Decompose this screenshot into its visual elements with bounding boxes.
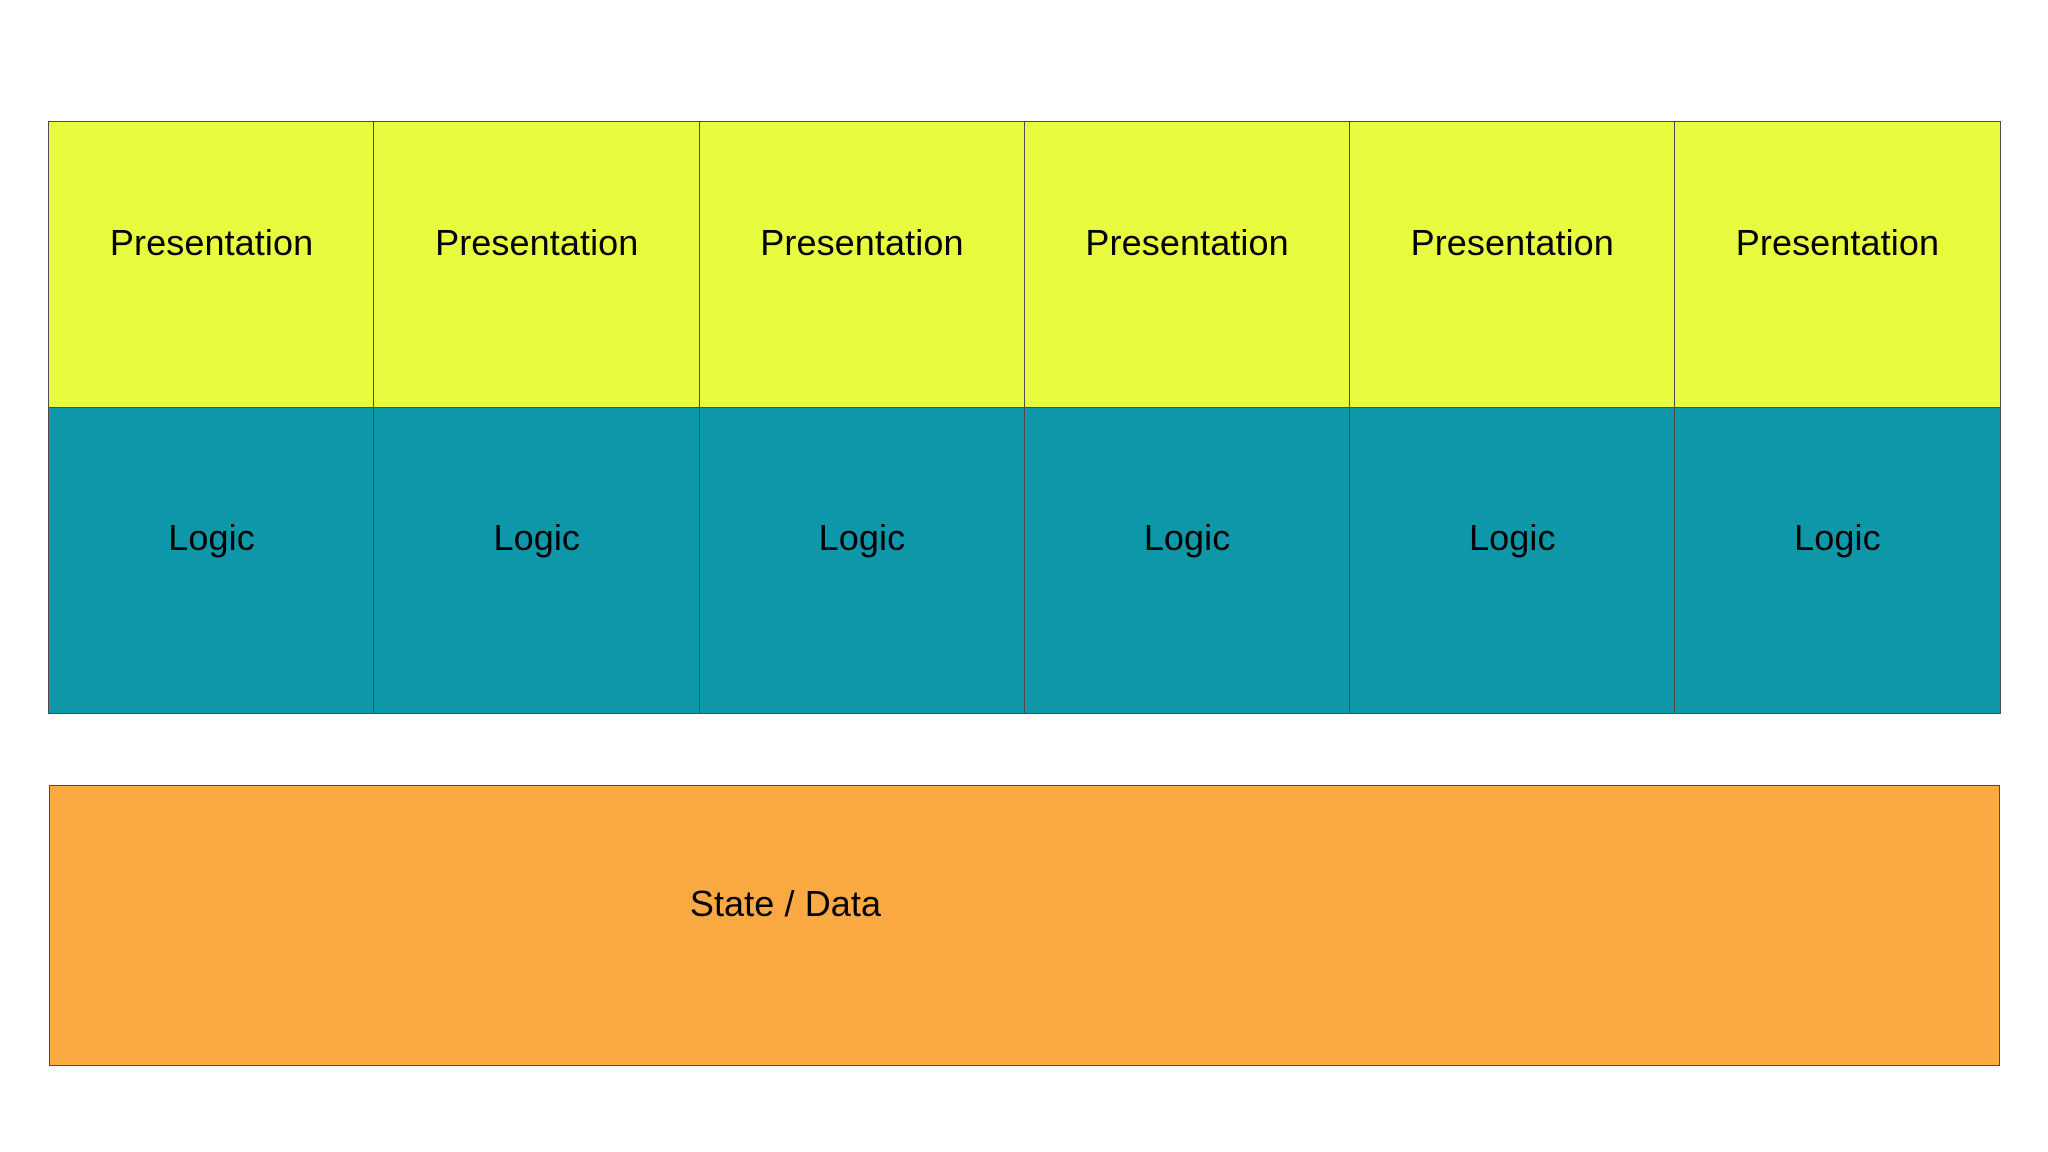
logic-label: Logic <box>1468 517 1556 559</box>
logic-cell[interactable]: Logic <box>1348 406 1676 714</box>
logic-cell[interactable]: Logic <box>48 406 375 714</box>
presentation-label: Presentation <box>1085 221 1289 263</box>
logic-cell[interactable]: Logic <box>698 406 1026 714</box>
presentation-cell[interactable]: Presentation <box>1674 121 2001 409</box>
state-data-band[interactable]: State / Data <box>49 785 2000 1066</box>
logic-label: Logic <box>493 517 581 559</box>
presentation-cell[interactable]: Presentation <box>48 121 375 409</box>
logic-cell[interactable]: Logic <box>1023 406 1351 714</box>
logic-cell[interactable]: Logic <box>1674 406 2001 714</box>
logic-label: Logic <box>168 517 255 559</box>
presentation-cell[interactable]: Presentation <box>698 121 1026 409</box>
logic-label: Logic <box>1794 517 1881 559</box>
presentation-label: Presentation <box>1410 221 1614 263</box>
column-grid: Presentation Logic Presentation Logic Pr… <box>48 121 2001 715</box>
presentation-cell[interactable]: Presentation <box>373 121 701 409</box>
presentation-label: Presentation <box>1735 221 1940 263</box>
logic-label: Logic <box>818 517 906 559</box>
presentation-label: Presentation <box>435 221 639 263</box>
stack-column: Presentation Logic <box>1348 121 1676 715</box>
stack-column: Presentation Logic <box>1674 121 2001 715</box>
presentation-label: Presentation <box>109 221 314 263</box>
stack-column: Presentation Logic <box>48 121 375 715</box>
stack-column: Presentation Logic <box>698 121 1026 715</box>
stack-column: Presentation Logic <box>373 121 701 715</box>
presentation-cell[interactable]: Presentation <box>1348 121 1676 409</box>
logic-label: Logic <box>1143 517 1231 559</box>
logic-cell[interactable]: Logic <box>373 406 701 714</box>
presentation-label: Presentation <box>760 221 964 263</box>
presentation-cell[interactable]: Presentation <box>1023 121 1351 409</box>
state-data-label: State / Data <box>689 882 882 924</box>
stack-column: Presentation Logic <box>1023 121 1351 715</box>
